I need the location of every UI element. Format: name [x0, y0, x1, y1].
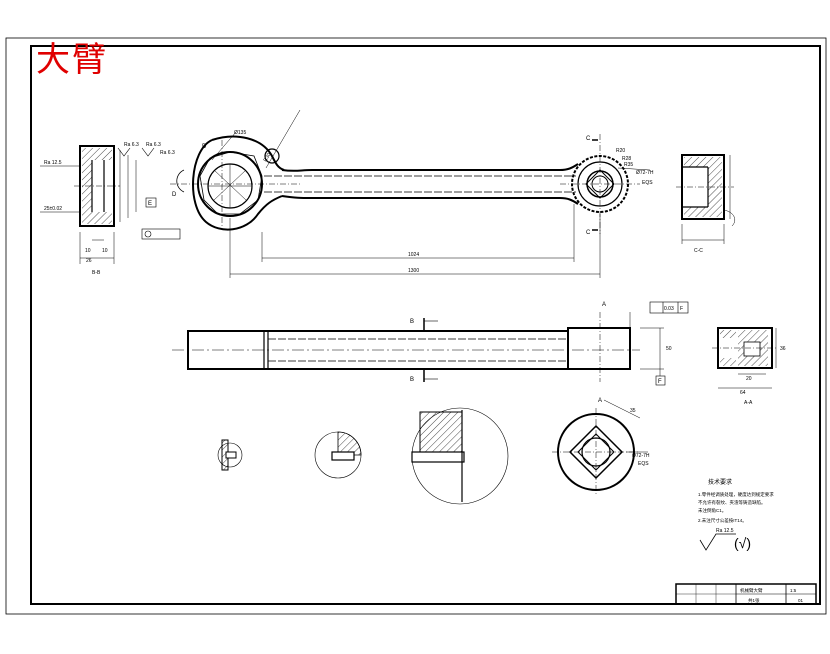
detail-small	[217, 439, 243, 471]
left-dim-fit: 25±0.02	[44, 206, 62, 212]
part-name-stamp: 大臂	[36, 40, 108, 80]
title-block-name: 机械臂大臂	[740, 587, 763, 594]
right-dim-r2: R28	[622, 156, 631, 162]
tech-notes-line3: 未注倒角C1。	[698, 507, 726, 514]
bb-section-label: A-A	[744, 400, 753, 406]
top-dim-inner: 1024	[408, 252, 419, 258]
right-cut-c2: C	[586, 230, 591, 236]
detail-medium	[314, 431, 362, 479]
tech-notes-line1: 1.零件经调质处理，硬度达到规定要求	[698, 491, 774, 498]
side-dim-h: 50	[666, 346, 672, 352]
title-block-scale: 1:5	[790, 588, 797, 593]
left-dim-w2: 10	[102, 248, 108, 254]
left-dim-ra-b: Ra 6.3	[146, 142, 161, 148]
side-cut-b1: B	[410, 319, 414, 325]
left-dim-ra-c: Ra 6.3	[160, 150, 175, 156]
left-dim-w1: 10	[85, 248, 91, 254]
top-cut-d1: D	[202, 144, 207, 150]
title-block-sheet: 共1张	[748, 597, 760, 604]
left-dim-h: 26	[86, 258, 92, 264]
side-cut-b2: B	[410, 377, 414, 383]
bb-dim-h: 36	[780, 346, 786, 352]
sheet-outer-border	[5, 37, 827, 615]
bb-dim-w2: 20	[746, 376, 752, 382]
left-dim-ra-a: Ra 6.3	[124, 142, 139, 148]
side-datum-f: F	[658, 379, 662, 385]
title-block-no: 01	[798, 598, 804, 603]
arm-side-view	[172, 301, 689, 386]
section-c-c	[676, 154, 735, 244]
right-dim-r3: R35	[624, 162, 633, 168]
sheet-inner-border	[30, 45, 821, 605]
side-tolerance: 0.03	[664, 306, 674, 312]
right-dim-eq: EQS	[642, 180, 653, 186]
bb-dim-w: 64	[740, 390, 746, 396]
detail-hub	[552, 399, 648, 496]
section-b-b	[712, 327, 778, 389]
detail-dim: 35	[630, 408, 636, 414]
tech-notes-line2: 不允许有裂纹、夹渣等铸造缺陷。	[698, 499, 766, 506]
top-cut-d2: D	[172, 192, 177, 198]
cc-section-label: C-C	[694, 248, 703, 254]
side-tolerance-ref: F	[680, 306, 683, 312]
detail-large	[411, 407, 509, 505]
roughness-value: Ra 12.5	[716, 528, 734, 534]
top-dim-flat: Ø135	[234, 130, 246, 136]
svg-text:(√): (√)	[734, 535, 751, 551]
left-datum-e: E	[148, 201, 152, 207]
left-dim-ra-e: Ra 12.5	[44, 160, 62, 166]
top-dim-r: R30	[263, 152, 273, 163]
right-dim-r1: R20	[616, 148, 625, 154]
right-cut-c1: C	[586, 136, 591, 142]
right-dim-fit: Ø72-7H	[636, 170, 654, 176]
tech-notes-line4: 2.未注尺寸公差按IT14。	[698, 517, 747, 524]
side-cut-a1: A	[602, 302, 606, 308]
detail-eq: EQS	[638, 461, 649, 467]
top-dim-total: 1300	[408, 268, 419, 274]
tech-notes-heading: 技术要求	[708, 478, 732, 486]
roughness-symbol-icon: (√)	[699, 533, 751, 551]
title-block	[675, 583, 817, 605]
detail-cut-a: A	[598, 398, 602, 404]
left-section-view	[40, 145, 181, 264]
detail-fit: Ø72-7H	[632, 453, 650, 459]
arm-top-view	[170, 109, 651, 278]
left-section-label: B-B	[92, 270, 101, 276]
